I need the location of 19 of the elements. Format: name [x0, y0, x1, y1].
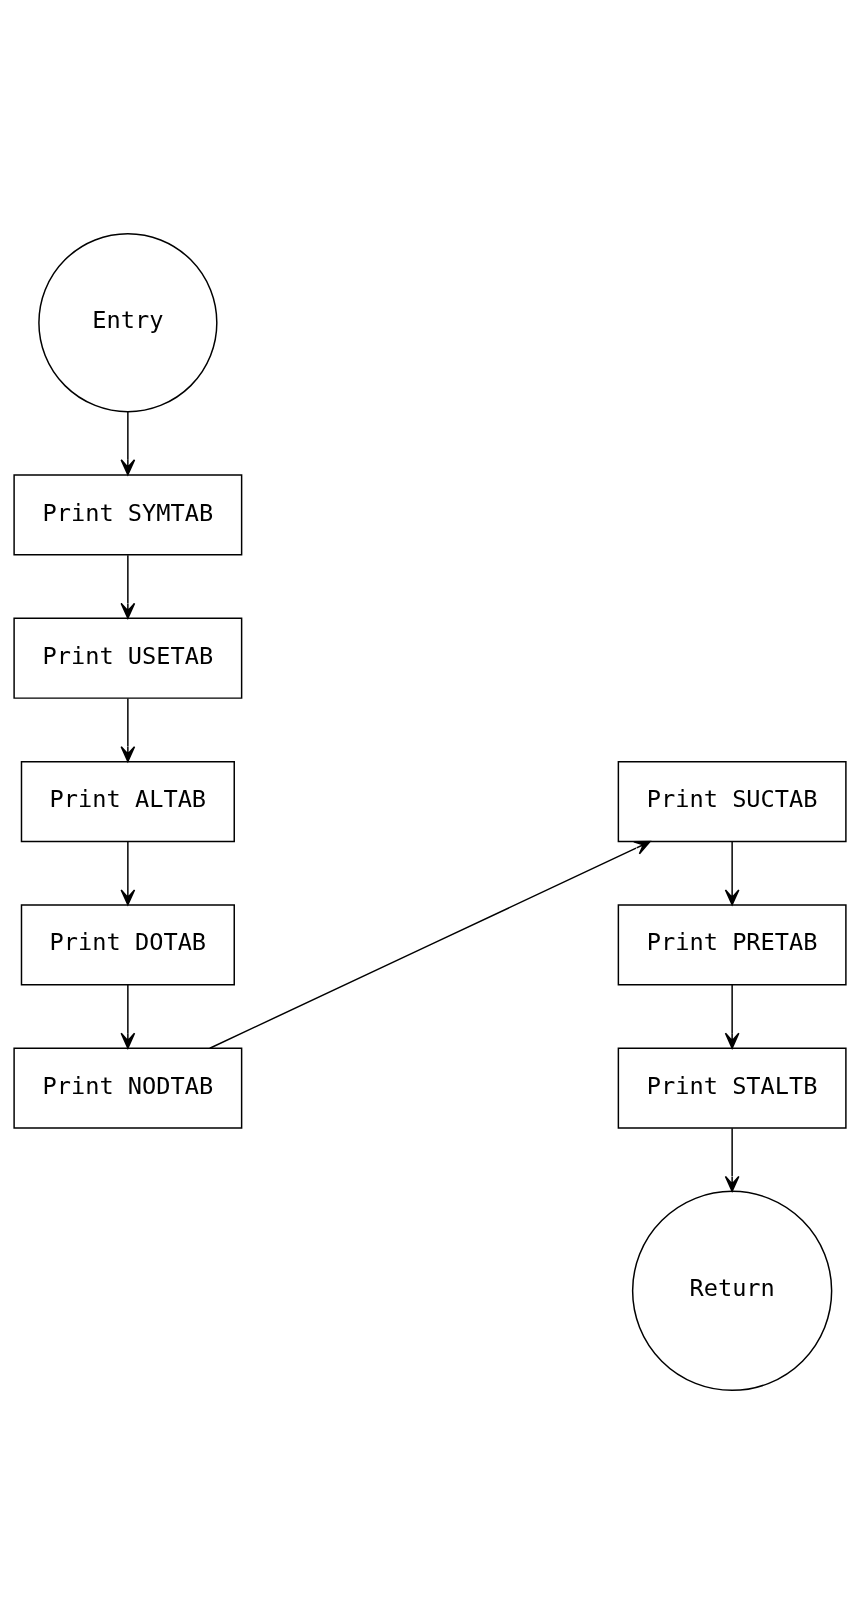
arrow	[120, 983, 136, 1049]
node-box: Print SUCTAB	[617, 760, 847, 842]
arrow	[724, 840, 740, 905]
arrow	[724, 983, 740, 1049]
arrow	[120, 553, 136, 619]
arrow	[120, 410, 136, 475]
node-box: Print SYMTAB	[13, 473, 243, 556]
node-circle: Entry	[38, 232, 218, 412]
node-box: Print USETAB	[13, 617, 243, 699]
arrow	[120, 697, 136, 762]
node-box: Print ALTAB	[20, 760, 235, 842]
node-box: Print STALTB	[617, 1047, 847, 1129]
node-box: Print DOTAB	[20, 903, 235, 985]
arrow	[209, 840, 651, 1049]
arrow	[120, 840, 136, 905]
arrow	[724, 1126, 740, 1192]
node-box: Print PRETAB	[617, 903, 847, 985]
node-box: Print NODTAB	[13, 1047, 243, 1129]
node-circle: Return	[631, 1190, 833, 1391]
